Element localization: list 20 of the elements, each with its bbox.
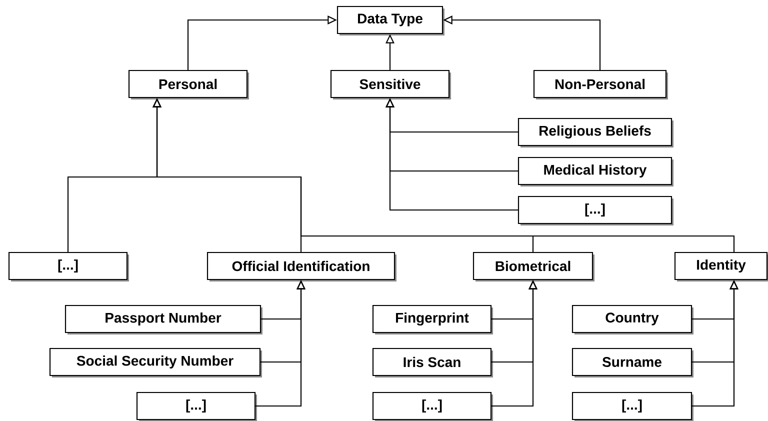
class-box: Sensitive [330, 70, 451, 100]
class-box: Fingerprint [372, 304, 493, 334]
class-box: Social Security Number [49, 348, 262, 378]
class-box: Biometrical [472, 252, 594, 282]
class-box: Country [572, 304, 694, 334]
class-box: Data Type [336, 6, 444, 36]
class-box: [...] [136, 392, 257, 421]
class-box: Iris Scan [372, 348, 493, 378]
class-box: [...] [572, 392, 694, 421]
class-box: Non-Personal [533, 70, 668, 100]
class-box: [...] [518, 196, 674, 226]
class-box: Surname [572, 348, 694, 378]
class-box: Religious Beliefs [518, 118, 674, 148]
class-box: Identity [674, 252, 768, 282]
class-box: Official Identification [206, 252, 396, 282]
class-box: [...] [8, 252, 129, 282]
class-box: [...] [372, 392, 493, 421]
class-box: Passport Number [64, 304, 262, 334]
class-box: Personal [128, 70, 249, 100]
class-box: Medical History [518, 156, 674, 186]
